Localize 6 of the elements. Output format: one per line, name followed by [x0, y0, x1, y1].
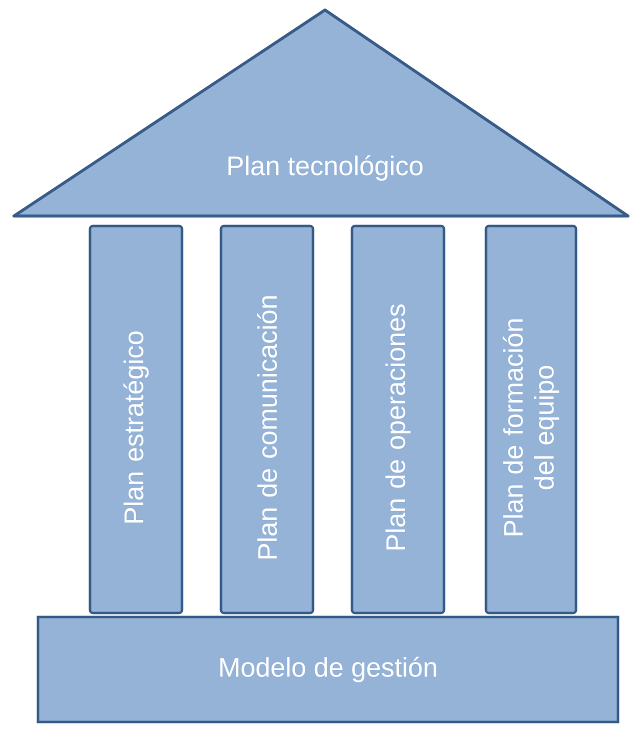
base-box: Modelo de gestión	[36, 616, 620, 724]
pillar-box: Plan estratégico	[88, 224, 184, 614]
pillar-box: Plan de operaciones	[350, 224, 446, 614]
roof-triangle: Plan tecnológico	[12, 8, 630, 218]
pillar-box: Plan de formación del equipo	[484, 224, 578, 614]
pillar-box: Plan de comunicación	[220, 224, 314, 614]
